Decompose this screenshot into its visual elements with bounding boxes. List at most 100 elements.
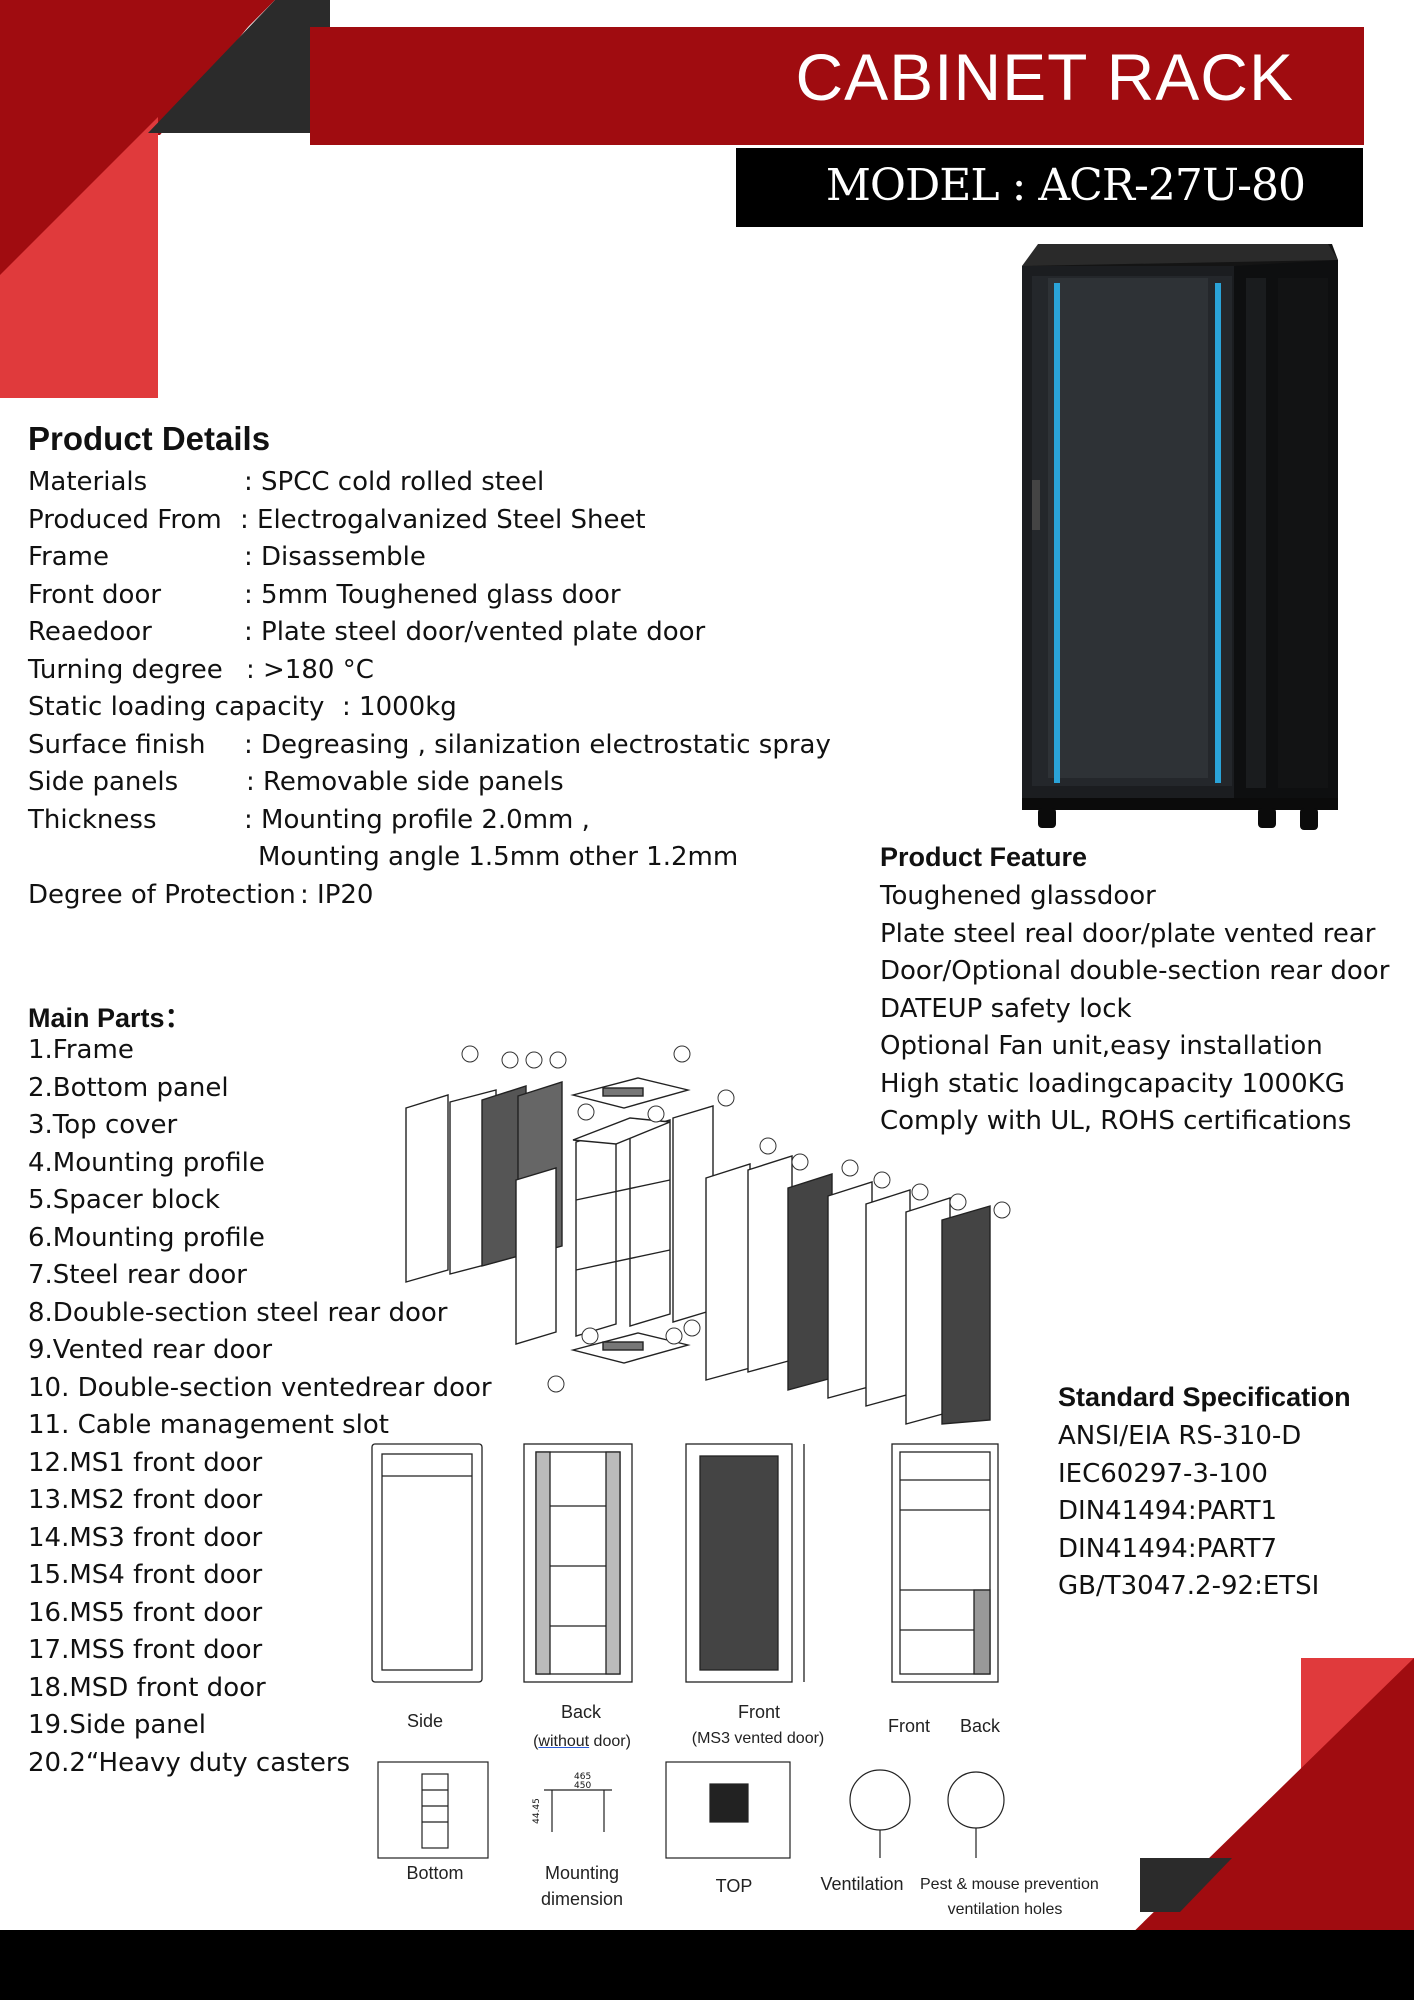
standard-spec-heading: Standard Specification (1058, 1382, 1351, 1412)
part-item: 19.Side panel (28, 1710, 206, 1740)
detail-label: Front door (28, 579, 162, 610)
label-mounting: Mounting (544, 1863, 620, 1883)
label-front: Front (737, 1702, 780, 1722)
detail-row: Turning degree : >180 °C (28, 652, 858, 690)
part-item: 11. Cable management slot (28, 1410, 389, 1440)
detail-row: Thickness : Mounting profile 2.0mm , (28, 802, 858, 840)
detail-row: Side panels : Removable side panels (28, 764, 858, 802)
detail-label: Produced From (28, 504, 222, 535)
dim-4445: 44.45 (531, 1798, 542, 1824)
bottom-right-corner-decoration (1120, 1658, 1414, 2000)
model-number: MODEL : ACR-27U-80 (825, 160, 1306, 211)
detail-value: : Degreasing , silanization electrostati… (244, 729, 831, 760)
label-pest-2: ventilation holes (947, 1901, 1063, 1918)
feature-item: DATEUP safety lock (880, 993, 1132, 1024)
detail-label: Static loading capacity (28, 692, 325, 722)
part-item: 18.MSD front door (28, 1672, 266, 1703)
detail-label: Side panels (28, 767, 179, 797)
part-item: 17.MSS front door (28, 1635, 263, 1665)
part-item: 6.Mounting profile (28, 1222, 265, 1253)
detail-label: Reaedoor (28, 617, 152, 647)
part-item: 9.Vented rear door (28, 1335, 273, 1365)
label-back: Back (561, 1702, 602, 1722)
detail-label: Degree of Protection (28, 879, 296, 910)
label-bottom: Bottom (406, 1863, 464, 1883)
detail-value: : Electrogalvanized Steel Sheet (240, 504, 646, 535)
part-item: 20.2“Heavy duty casters (28, 1747, 351, 1778)
part-item: 2.Bottom panel (28, 1072, 229, 1103)
product-details-heading: Product Details (28, 420, 271, 457)
spec-item: IEC60297-3-100 (1058, 1458, 1268, 1489)
callouts (461, 1045, 1011, 1393)
label-side: Side (406, 1711, 444, 1731)
spec-item: ANSI/EIA RS-310-D (1058, 1421, 1302, 1451)
detail-row: Materials : SPCC cold rolled steel (28, 464, 858, 502)
detail-value: : 1000kg (342, 692, 457, 722)
detail-row: Degree of Protection : IP20 (28, 877, 858, 915)
top-left-corner-decoration (0, 0, 330, 398)
part-item: 16.MS5 front door (28, 1597, 263, 1628)
detail-row: Static loading capacity : 1000kg (28, 689, 858, 727)
main-parts-list: 1.Frame 2.Bottom panel 3.Top cover 4.Mou… (28, 1032, 508, 1782)
main-parts-heading: Main Parts： (28, 1003, 192, 1033)
detail-value: : IP20 (300, 879, 374, 910)
label-front-2: Front (887, 1716, 930, 1736)
label-dimension: dimension (540, 1889, 624, 1909)
spec-item: DIN41494:PART7 (1058, 1533, 1278, 1564)
detail-row: Mounting angle 1.5mm other 1.2mm (28, 839, 858, 877)
feature-item: Optional Fan unit,easy installation (880, 1031, 1323, 1061)
label-ventilation: Ventilation (820, 1874, 904, 1894)
model-banner: MODEL : ACR-27U-80 (736, 148, 1363, 227)
label-back-2: Back (959, 1716, 1001, 1736)
detail-value: : Mounting profile 2.0mm , (244, 804, 590, 835)
part-item: 7.Steel rear door (28, 1260, 247, 1290)
footer-bar (0, 1930, 1414, 2000)
label-front-note: (MS3 vented door) (691, 1730, 825, 1747)
part-item: 15.MS4 front door (28, 1560, 263, 1590)
page-title: CABINET RACK (795, 40, 1294, 114)
feature-item: High static loadingcapacity 1000KG (880, 1068, 1345, 1099)
detail-row: Reaedoor : Plate steel door/vented plate… (28, 614, 858, 652)
part-item: 13.MS2 front door (28, 1485, 263, 1515)
detail-views (377, 1761, 1005, 1859)
part-item: 12.MS1 front door (28, 1447, 263, 1478)
product-details-list: Materials : SPCC cold rolled steel Produ… (28, 464, 858, 914)
detail-row: Frame : Disassemble (28, 539, 858, 577)
part-item: 14.MS3 front door (28, 1522, 263, 1553)
detail-label: Thickness (28, 804, 157, 835)
detail-row: Front door : 5mm Toughened glass door (28, 577, 858, 615)
detail-value: : Disassemble (244, 542, 426, 572)
dim-450: 450 (574, 1781, 592, 1791)
dim-465: 465 (574, 1772, 592, 1782)
part-item: 3.Top cover (28, 1110, 178, 1140)
label-back-note: (without door) (533, 1733, 631, 1750)
product-feature-heading: Product Feature (880, 842, 1088, 872)
detail-row: Surface finish : Degreasing , silanizati… (28, 727, 858, 765)
detail-value: : Removable side panels (246, 767, 564, 797)
feature-item: Comply with UL, ROHS certifications (880, 1106, 1352, 1136)
label-pest-1: Pest & mouse prevention (920, 1876, 1099, 1893)
label-top: TOP (715, 1876, 753, 1896)
detail-row: Produced From : Electrogalvanized Steel … (28, 502, 858, 540)
detail-label: Frame (28, 542, 110, 572)
cabinet-product-photo (1022, 244, 1338, 830)
spec-item: GB/T3047.2-92:ETSI (1058, 1571, 1320, 1601)
part-item: 1.Frame (28, 1035, 134, 1065)
feature-item: Plate steel real door/plate vented rear (880, 918, 1376, 949)
feature-item: Door/Optional double-section rear door (880, 956, 1390, 986)
title-banner: CABINET RACK (310, 27, 1364, 145)
product-feature-list: Toughened glassdoor Plate steel real doo… (880, 878, 1400, 1141)
part-item: 10. Double-section ventedrear door (28, 1372, 492, 1403)
standard-spec-list: ANSI/EIA RS-310-D IEC60297-3-100 DIN4149… (1058, 1418, 1398, 1606)
detail-value: Mounting angle 1.5mm other 1.2mm (258, 842, 739, 872)
exploded-view-diagram (405, 1045, 1011, 1425)
detail-value: : 5mm Toughened glass door (244, 579, 621, 610)
feature-item: Toughened glassdoor (880, 881, 1156, 911)
detail-label: Surface finish (28, 729, 206, 760)
detail-value: : Plate steel door/vented plate door (244, 617, 706, 647)
spec-item: DIN41494:PART1 (1058, 1496, 1278, 1526)
orthographic-views (371, 1443, 999, 1683)
part-item: 8.Double-section steel rear door (28, 1297, 448, 1328)
detail-label: Materials (28, 467, 148, 497)
detail-value: : SPCC cold rolled steel (244, 467, 545, 497)
